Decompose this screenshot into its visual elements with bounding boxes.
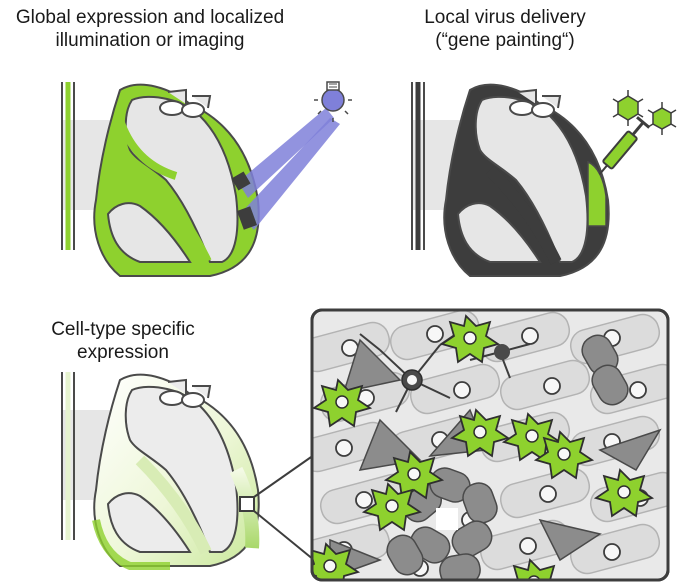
- tissue-zoom-panel: [310, 308, 670, 582]
- local-title-line2: (“gene painting“): [435, 30, 575, 51]
- cell-type-title: Cell-type specific expression: [28, 318, 218, 364]
- heart-global: [61, 82, 340, 277]
- virus-icon: [612, 90, 644, 126]
- global-title-line2: illumination or imaging: [55, 30, 245, 51]
- global-expression-title: Global expression and localized illumina…: [0, 6, 300, 52]
- zoom-source-box: [239, 496, 255, 512]
- syringe-icon: [598, 116, 651, 176]
- cell-title-line1: Cell-type specific: [51, 319, 195, 340]
- local-virus-title: Local virus delivery (“gene painting“): [380, 6, 630, 52]
- cell-title-line2: expression: [77, 342, 169, 363]
- heart-local: [411, 82, 610, 277]
- global-title-line1: Global expression and localized: [15, 7, 285, 28]
- local-title-line1: Local virus delivery: [424, 7, 586, 28]
- light-bulb-icon: [314, 81, 352, 122]
- heart-cell-type: [61, 372, 315, 570]
- virus-icon: [647, 102, 677, 135]
